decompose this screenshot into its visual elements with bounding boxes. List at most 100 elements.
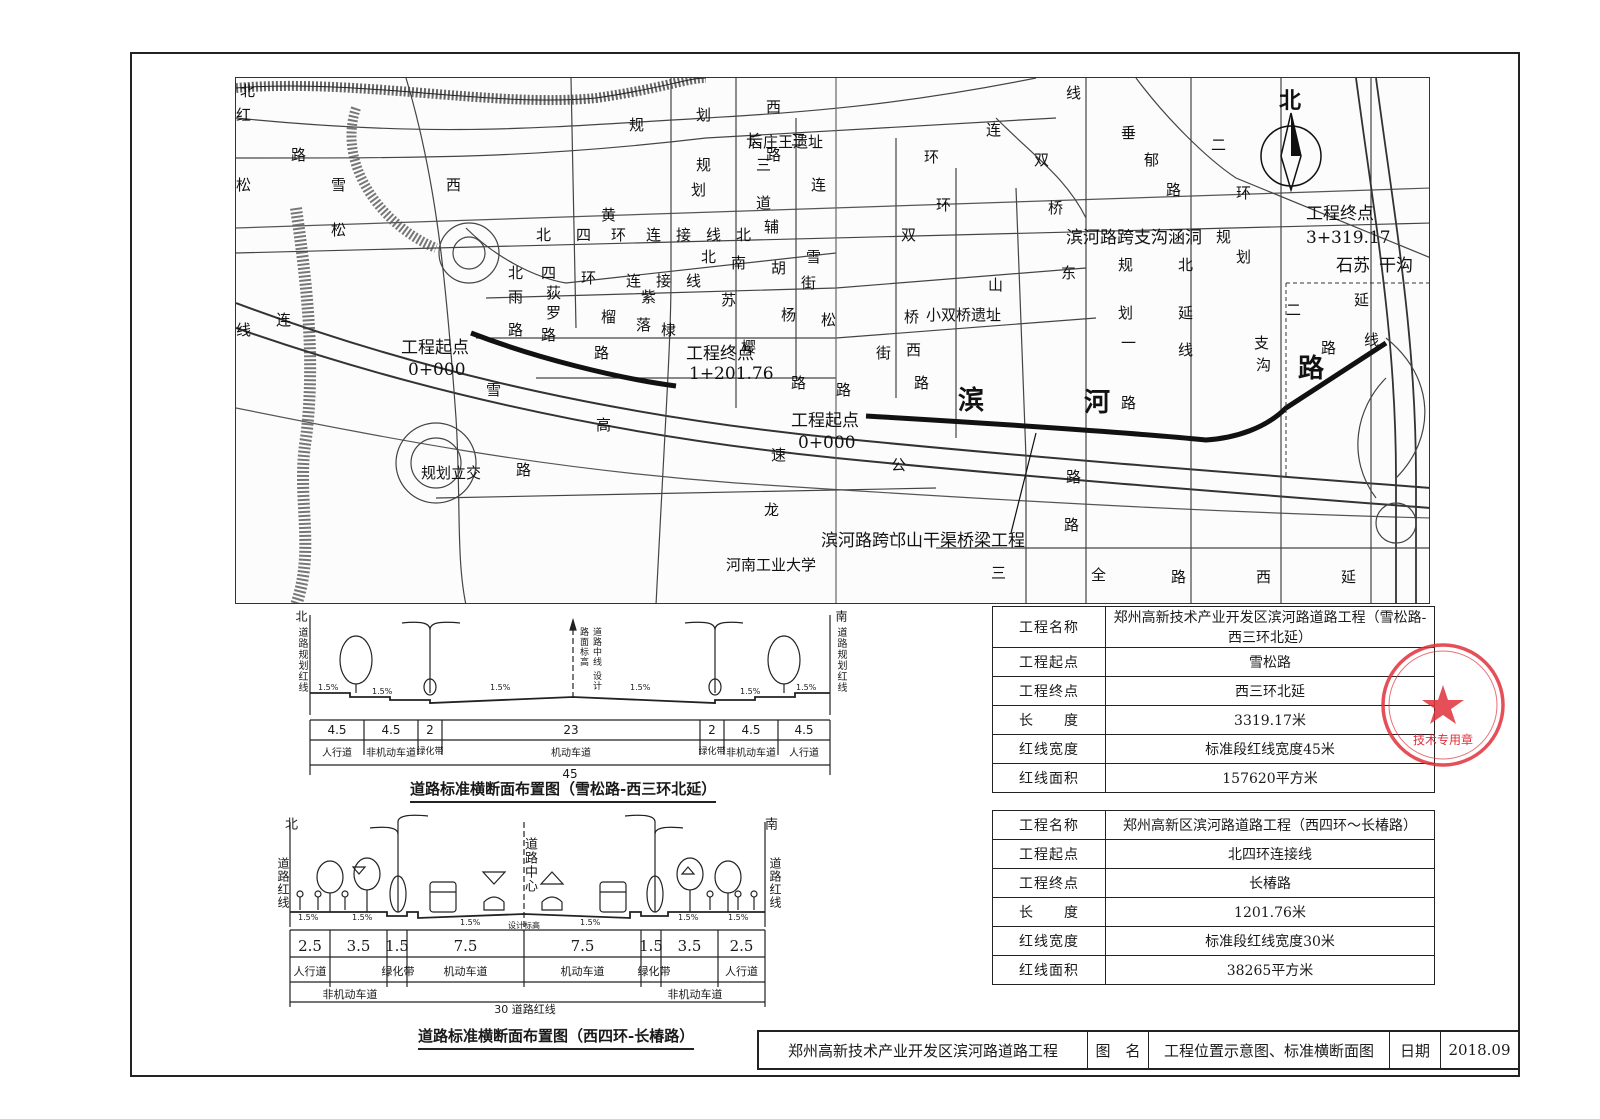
map-label: 连 <box>811 176 827 194</box>
cross-section-1: 北 南 道路规划红线 道路规划红线 道路中线 设计路面标高 1.5% 1.5% … <box>290 605 850 805</box>
map-label: 规 <box>1118 256 1134 274</box>
map-label: 雪 <box>806 248 822 266</box>
map-label: 北 <box>536 226 552 244</box>
table-value: 北四环连接线 <box>1105 839 1435 869</box>
left-red-line: 道路红线 <box>276 857 290 909</box>
map-label: 环 <box>611 226 627 244</box>
map-label: 接 <box>676 226 692 244</box>
drawing-frame <box>130 52 1520 1077</box>
slope: 1.5% <box>372 687 393 696</box>
table-key: 工程起点 <box>992 647 1106 677</box>
map-label: 四 <box>541 264 557 282</box>
map-label: 线 <box>1066 84 1082 102</box>
table-key: 红线面积 <box>992 955 1106 985</box>
map-label: 路 <box>291 146 307 164</box>
left-red-line: 道路规划红线 <box>296 627 307 693</box>
cross-section-2: 北 南 道路红线 道路红线 道路中心 设计标高 1.5% 1.5% 1.5% 1… <box>270 812 782 1017</box>
table-key: 工程终点 <box>992 676 1106 706</box>
table-key: 红线宽度 <box>992 926 1106 956</box>
slope: 1.5% <box>796 683 817 692</box>
dim: 2 <box>426 723 434 737</box>
center-line-label: 道路中线 设计路面标高 <box>578 627 601 691</box>
lane-name: 非机动车道 <box>726 748 776 759</box>
design-level: 设计标高 <box>508 921 540 930</box>
road-name-3: 路 <box>1298 354 1325 384</box>
map-label: 胡 <box>771 259 787 277</box>
map-label: 路 <box>1066 468 1082 486</box>
lane-name: 绿化带 <box>698 747 726 757</box>
map-label: 街 <box>801 274 817 292</box>
road-network <box>236 78 1429 603</box>
end-station-main: 3+319.17 <box>1306 228 1391 248</box>
map-label: 西 <box>906 341 922 359</box>
map-label: 路 <box>594 344 610 362</box>
map-label: 荻 <box>546 284 562 302</box>
canal-west <box>290 207 317 603</box>
map-label: 延 <box>1341 568 1357 586</box>
table-key: 长 度 <box>992 705 1106 735</box>
dim: 4.5 <box>741 723 761 737</box>
section2-caption: 道路标准横断面布置图（西四环-长椿路） <box>418 1025 695 1050</box>
start-station: 0+000 <box>408 360 466 380</box>
lane-name: 绿化带 <box>637 965 671 978</box>
table-value: 38265平方米 <box>1105 955 1435 985</box>
lane-name: 绿化带 <box>416 747 444 757</box>
project-table-2: 工程名称郑州高新区滨河路道路工程（西四环～长椿路） 工程起点北四环连接线 工程终… <box>992 810 1435 985</box>
slope: 1.5% <box>318 683 339 692</box>
map-label: 线 <box>1178 341 1194 359</box>
map-label: 街 <box>876 344 892 362</box>
table-value: 雪松路 <box>1105 647 1435 677</box>
map-label: 线 <box>1364 331 1380 349</box>
table-key: 红线面积 <box>992 763 1106 793</box>
map-label: 后庄王遗址 <box>748 133 824 151</box>
dim: 1.5 <box>639 937 663 955</box>
map-label: 三 <box>791 131 807 149</box>
map-label: 西 <box>446 176 462 194</box>
map-label: 黄 <box>601 206 617 224</box>
dim: 2.5 <box>298 937 322 955</box>
map-label: 双 <box>901 226 917 244</box>
end-point-label-main: 工程终点 <box>1306 204 1374 224</box>
location-map: 北 红 松 路 连 线 规 划 西 雪 松 西 北 四 环 连 接 黄 三 长 … <box>235 77 1430 604</box>
map-label: 二 <box>1211 136 1227 154</box>
slope: 1.5% <box>740 687 761 696</box>
map-label: 北 <box>701 248 717 266</box>
total-width: 45 <box>562 767 578 781</box>
map-label: 环 <box>936 196 952 214</box>
table-value: 西三环北延 <box>1105 676 1435 706</box>
slope: 1.5% <box>460 918 481 927</box>
map-label: 划 <box>691 181 707 199</box>
slope: 1.5% <box>678 913 699 922</box>
slope: 1.5% <box>580 918 601 927</box>
map-label: 紫 <box>641 288 657 306</box>
site-label: 小双桥遗址 <box>926 306 1002 324</box>
dim: 4.5 <box>794 723 814 737</box>
map-label: 杨 <box>781 306 797 324</box>
map-label: 龙 <box>764 501 780 519</box>
dim: 7.5 <box>453 937 478 955</box>
slope: 1.5% <box>352 913 373 922</box>
dim: 2 <box>708 723 716 737</box>
route-segment-main <box>865 340 1388 443</box>
date-value: 2018.09 <box>1448 1041 1511 1059</box>
map-label: 路 <box>1166 181 1182 199</box>
map-label: 东 <box>1061 264 1077 282</box>
map-label: 雪 <box>486 381 502 399</box>
map-label: 路 <box>508 321 524 339</box>
project-table-1: 工程名称郑州高新技术产业开发区滨河路道路工程（雪松路-西三环北延） 工程起点雪松… <box>992 606 1435 793</box>
lane-name: 机动车道 <box>443 965 488 978</box>
map-label: 路 <box>836 381 852 399</box>
lane-name: 非机动车道 <box>366 748 416 759</box>
map-label: 榴 <box>601 308 617 326</box>
map-label: 山 <box>988 276 1004 294</box>
map-label: 松 <box>821 311 837 329</box>
map-label: 线 <box>686 272 702 290</box>
section1-caption: 道路标准横断面布置图（雪松路-西三环北延） <box>410 778 717 803</box>
start-station-main: 0+000 <box>798 433 856 453</box>
lane-name: 非机动车道 <box>667 988 723 1001</box>
map-label: 路 <box>516 461 532 479</box>
start-point-label: 工程起点 <box>401 338 469 358</box>
dim: 4.5 <box>381 723 401 737</box>
map-label: 连 <box>626 272 642 290</box>
dim: 7.5 <box>570 937 595 955</box>
